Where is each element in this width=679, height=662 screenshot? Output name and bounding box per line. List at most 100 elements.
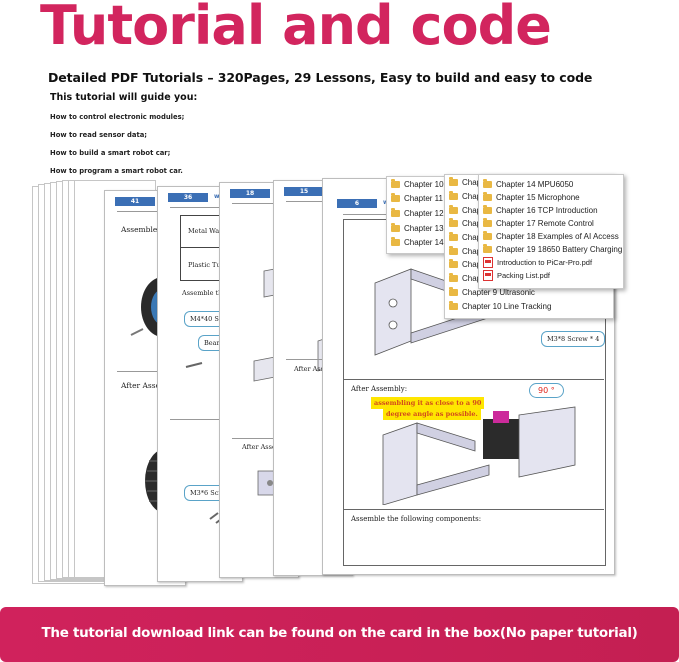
highlight-note: degree angle as possible. [383, 408, 481, 420]
folder-item[interactable]: Chap [445, 272, 613, 286]
notice-banner: The tutorial download link can be found … [0, 607, 679, 662]
page-number: 41 [115, 197, 155, 206]
file-label: Introduction to PiCar-Pro.pdf [497, 258, 593, 267]
folder-item[interactable]: Chapter 19 18650 Battery Charging [479, 243, 623, 256]
file-item[interactable]: Introduction to PiCar-Pro.pdf [479, 256, 623, 269]
folder-icon [391, 222, 400, 232]
folder-icon [483, 244, 492, 253]
file-item[interactable]: Packing List.pdf [479, 269, 623, 282]
folder-item[interactable]: Chapter 9 Ultrasonic [445, 286, 613, 300]
folder-label: Chapter 11 [404, 194, 443, 204]
folder-icon [449, 218, 458, 228]
banner-text: The tutorial download link can be found … [41, 625, 638, 641]
folder-label: Chap [462, 233, 482, 243]
folder-icon [483, 192, 492, 201]
folder-icon [483, 205, 492, 214]
folder-label: Chap [462, 260, 482, 270]
page-text: Assemble t [121, 225, 163, 234]
folder-item[interactable]: Chap [445, 231, 613, 245]
folder-label: Chap [462, 192, 482, 202]
folder-label: Chapter 12 [404, 208, 444, 218]
folder-label: Chapter 9 Ultrasonic [462, 287, 535, 297]
file-label: Packing List.pdf [497, 271, 550, 280]
folder-label: Chap [462, 219, 482, 229]
folder-icon [483, 218, 492, 227]
folder-icon [449, 286, 458, 296]
divider [232, 438, 298, 439]
folder-item[interactable]: Chapter 13 [387, 221, 451, 236]
folder-icon [449, 204, 458, 214]
divider [117, 211, 185, 212]
folder-label: Chapter 16 TCP Introduction [496, 206, 598, 215]
angle-callout: 90 ° [529, 383, 564, 398]
page-title: Tutorial and code [40, 0, 552, 57]
folder-item[interactable]: Chapter 11 [387, 192, 451, 207]
folder-label: Chapter 10 Line Tracking [462, 301, 552, 311]
pdf-file-icon [483, 270, 493, 281]
folder-item[interactable]: Chapter 10 Line Tracking [445, 299, 613, 313]
divider [170, 207, 242, 208]
folder-item[interactable]: Chapter 10 [387, 177, 451, 192]
folder-item[interactable]: Chap [445, 190, 613, 204]
folder-item[interactable]: Chap [445, 244, 613, 258]
divider [232, 203, 298, 204]
frame-divider [343, 379, 604, 380]
page-text: After Assem [294, 365, 334, 373]
folder-icon [483, 179, 492, 188]
page-text: Assemble the following components: [351, 515, 482, 523]
folder-item[interactable]: Chap [445, 203, 613, 217]
folder-label: Chapter 15 Microphone [496, 193, 580, 202]
folder-item[interactable]: Chap [445, 176, 613, 190]
folder-label: Chapter 18 Examples of AI Access [496, 232, 619, 241]
folder-icon [391, 237, 400, 247]
table-cell: Metal Wash [188, 227, 227, 235]
folder-icon [449, 273, 458, 283]
folder-label: Chapter 17 Remote Control [496, 219, 594, 228]
page-number: 18 [230, 189, 270, 198]
table-divider [180, 247, 242, 248]
page-text: After Assem [121, 381, 168, 390]
folder-icon [449, 245, 458, 255]
list-item: How to control electronic modules; [50, 113, 185, 121]
folder-icon [449, 191, 458, 201]
feature-list: How to control electronic modules; How t… [50, 112, 184, 184]
folder-label: Chapter 14 MPU6050 [496, 180, 574, 189]
list-item: How to program a smart robot car. [50, 167, 183, 175]
folder-label: Chap [462, 205, 482, 215]
folder-icon [391, 207, 400, 217]
intro-text: This tutorial will guide you: [50, 92, 198, 103]
folder-label: Chapter 13 [404, 223, 444, 233]
page-text: Assemble the [182, 289, 227, 297]
folder-icon [391, 178, 400, 188]
list-item: How to build a smart robot car; [50, 149, 171, 157]
folder-icon [483, 231, 492, 240]
folder-item[interactable]: Chap [445, 217, 613, 231]
folder-label: Chap [462, 178, 482, 188]
divider [117, 371, 185, 372]
folder-item[interactable]: Chap [445, 258, 613, 272]
folder-label: Chap [462, 246, 482, 256]
parts-table [180, 215, 242, 281]
folder-item[interactable]: Chapter 14 MPU6050 [479, 178, 623, 191]
folder-item[interactable]: Chapter 12 [387, 206, 451, 221]
folder-item[interactable]: Chapter 18 Examples of AI Access [479, 230, 623, 243]
folder-window: Chapter 10 Chapter 11 Chapter 12 Chapter… [386, 176, 452, 254]
screw-illustration [185, 362, 203, 368]
folder-item[interactable]: Chapter 15 Microphone [479, 191, 623, 204]
frame-divider [343, 509, 604, 510]
page-text: After Assembly: [351, 385, 408, 393]
divider [286, 359, 352, 360]
folder-item[interactable]: Chapter 16 TCP Introduction [479, 204, 623, 217]
pdf-file-icon [483, 257, 493, 268]
folder-icon [449, 300, 458, 310]
list-item: How to read sensor data; [50, 131, 148, 139]
divider [286, 201, 352, 202]
folder-label: Chapter 10 [404, 179, 444, 189]
page-text: After Assem [242, 443, 282, 451]
folder-icon [391, 193, 400, 203]
folder-item[interactable]: Chapter 14 [387, 235, 451, 250]
folder-item[interactable]: Chapter 17 Remote Control [479, 217, 623, 230]
callout-screw: M3*8 Screw * 4 [541, 331, 606, 347]
folder-label: Chapter 14 [404, 238, 444, 248]
servo-assembly-illustration [382, 406, 576, 505]
